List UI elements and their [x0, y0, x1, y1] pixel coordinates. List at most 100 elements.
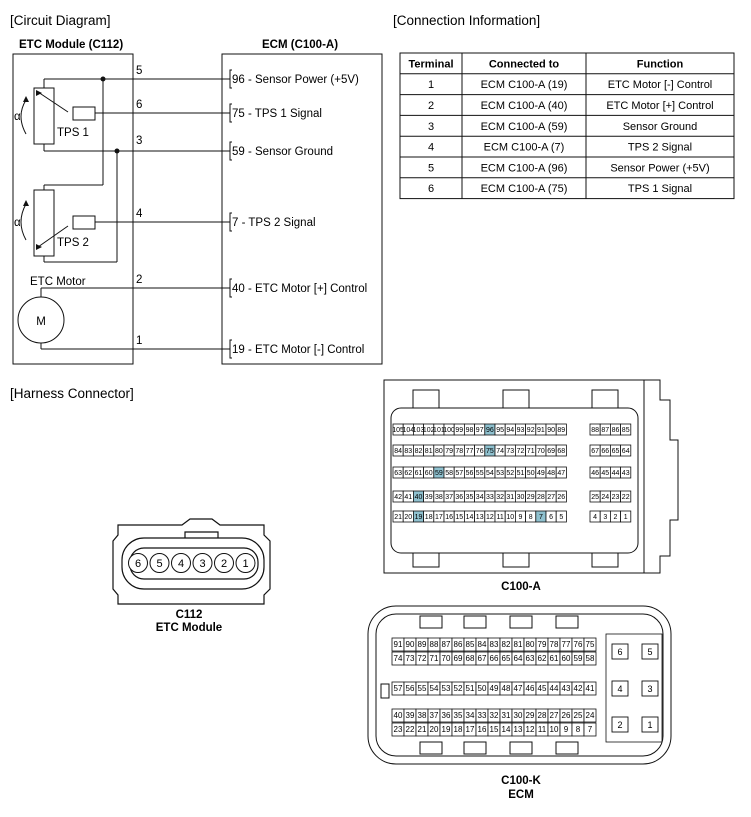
- c100a-pin-label: 35: [466, 494, 474, 501]
- c100k-key: [419, 741, 443, 755]
- c100k-pin-label: 68: [466, 654, 475, 663]
- c100k-pin-label: 47: [514, 684, 523, 693]
- c100a-pin-label: 85: [622, 427, 630, 434]
- c100a-pin-label: 41: [404, 494, 412, 501]
- c100k-side-pin-label: 6: [617, 647, 622, 657]
- c100k-side-block: [605, 633, 663, 743]
- c100a-pin-label: 23: [612, 494, 620, 501]
- table-cell: Sensor Power (+5V): [610, 162, 709, 174]
- c100a-connector: [383, 379, 679, 574]
- alpha-label-2: α: [14, 217, 21, 229]
- c100k-pin-label: 90: [406, 640, 415, 649]
- c100k-pin-label: 27: [550, 711, 559, 720]
- c100k-key: [555, 615, 579, 629]
- c100k-pin-label: 30: [514, 711, 523, 720]
- ecm-label-59: 59 - Sensor Ground: [232, 146, 333, 158]
- c100k-pin-label: 72: [418, 654, 427, 663]
- c100a-pin-label: 24: [601, 494, 609, 501]
- c100a-pin-label: 71: [527, 448, 535, 455]
- c100a-pin-label: 79: [445, 448, 453, 455]
- c100k-pin-label: 46: [526, 684, 535, 693]
- c100a-pin-label: 66: [601, 448, 609, 455]
- c100k-pin-label: 51: [466, 684, 475, 693]
- c112-name: C112: [176, 609, 203, 621]
- c100k-side-pin-label: 3: [647, 684, 652, 694]
- table-cell: 1: [428, 79, 434, 91]
- c100a-pin-label: 81: [425, 448, 433, 455]
- c100k-pin-label: 45: [538, 684, 547, 693]
- ecm-label-7: 7 - TPS 2 Signal: [232, 217, 316, 229]
- c100k-pin-label: 44: [550, 684, 559, 693]
- c100a-pin-label: 18: [425, 514, 433, 521]
- c100a-pin-label: 76: [476, 448, 484, 455]
- pin-number-6: 6: [136, 99, 142, 111]
- circuit-markers: [23, 76, 120, 250]
- c100k-side-pin-cell: [611, 643, 629, 660]
- c100k-key: [463, 741, 487, 755]
- c100k-pin-label: 8: [576, 725, 581, 734]
- c100a-latch: [644, 379, 679, 574]
- c112-pin-label: 3: [199, 558, 205, 570]
- c100a-pin-label: 86: [612, 427, 620, 434]
- c100k-key: [463, 615, 487, 629]
- c100k-desc: ECM: [508, 789, 534, 801]
- c100k-pin-label: 60: [562, 654, 571, 663]
- c112-pin-circle: [149, 553, 170, 573]
- c100a-key: [502, 552, 530, 568]
- c100k-pin-label: 56: [406, 684, 415, 693]
- c100a-pin-label: 87: [601, 427, 609, 434]
- c112-pin-label: 6: [135, 558, 141, 570]
- c100a-pin-label: 50: [527, 470, 535, 477]
- c100a-pin-label: 28: [537, 494, 545, 501]
- table-cell: 6: [428, 183, 434, 195]
- c100k-pin-label: 64: [514, 654, 523, 663]
- c100a-pin-label: 60: [425, 470, 433, 477]
- c112-pin-circle: [214, 553, 234, 573]
- c100a-pin-label: 64: [622, 448, 630, 455]
- c100a-pin-label: 101: [433, 427, 445, 434]
- c100a-pin-label: 58: [445, 470, 453, 477]
- table-header-cell: Function: [637, 58, 684, 70]
- c100a-pin-label: 5: [559, 514, 563, 521]
- c100a-pin-label: 96: [486, 427, 494, 434]
- c100a-pin-label: 63: [394, 470, 402, 477]
- c100a-pin-label: 74: [496, 448, 504, 455]
- harness-connector-title: [Harness Connector]: [10, 386, 134, 401]
- c100k-pin-label: 31: [502, 711, 511, 720]
- c100k-pin-label: 57: [394, 684, 403, 693]
- c100a-pin-label: 12: [486, 514, 494, 521]
- pin-number-1: 1: [136, 335, 142, 347]
- c100a-pin-cell: [620, 510, 632, 523]
- c100k-side-pin-label: 5: [647, 647, 652, 657]
- c100k-side-pin-label: 1: [647, 720, 652, 730]
- c100a-pin-label: 16: [445, 514, 453, 521]
- c100k-pin-label: 37: [430, 711, 439, 720]
- c112-pin-circle: [192, 553, 213, 573]
- c100a-pin-label: 46: [591, 470, 599, 477]
- c100k-pin-label: 71: [430, 654, 439, 663]
- c100k-pin-label: 62: [538, 654, 547, 663]
- c100a-pin-label: 84: [394, 448, 402, 455]
- c100a-pin-label: 104: [402, 427, 414, 434]
- c100k-pin-cell: [583, 651, 597, 666]
- c100k-pin-label: 23: [394, 725, 403, 734]
- c100k-pin-label: 55: [418, 684, 427, 693]
- c100k-pin-label: 19: [442, 725, 451, 734]
- c100k-pin-label: 15: [490, 725, 499, 734]
- c100a-pin-label: 26: [557, 494, 565, 501]
- c100a-key: [412, 552, 440, 568]
- c100a-pin-label: 83: [404, 448, 412, 455]
- c100k-pin-label: 74: [394, 654, 403, 663]
- c100a-pin-label: 53: [496, 470, 504, 477]
- etc-module-title: ETC Module (C112): [19, 39, 123, 51]
- c100k-pin-label: 39: [406, 711, 415, 720]
- c100k-pin-label: 78: [550, 640, 559, 649]
- circuit-diagram: [12, 53, 383, 365]
- c100a-pin-label: 56: [466, 470, 474, 477]
- c100a-pin-cell: [555, 490, 567, 503]
- c100a-pin-label: 61: [415, 470, 423, 477]
- c100a-pin-cell: [620, 466, 632, 479]
- c100k-pin-label: 34: [466, 711, 475, 720]
- c112-inner: [121, 537, 265, 590]
